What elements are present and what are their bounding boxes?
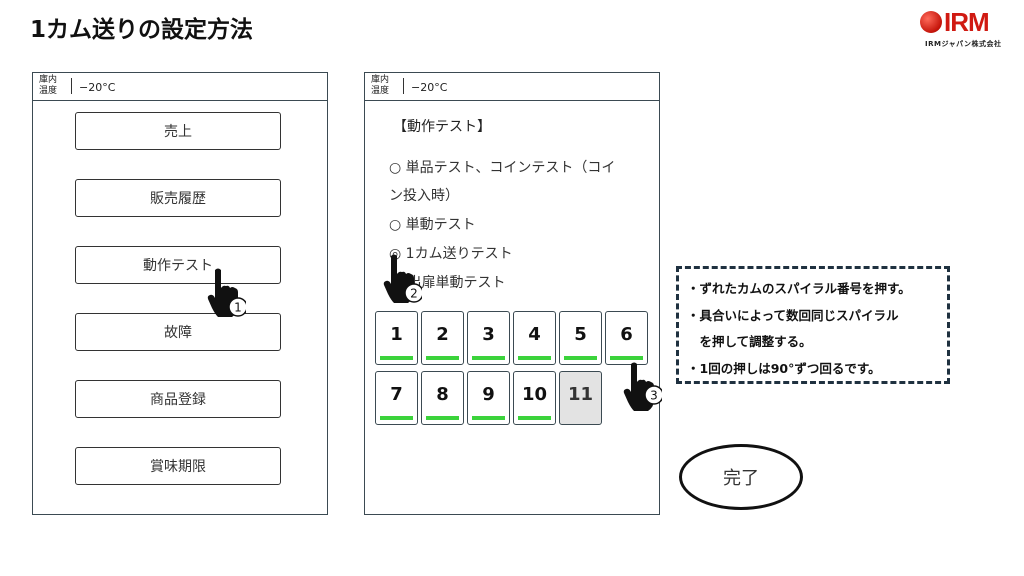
- status-bar: [380, 356, 413, 360]
- spiral-button-3[interactable]: 3: [467, 311, 510, 365]
- temperature-label: 庫内 温度: [39, 75, 57, 97]
- step-number: 2: [410, 287, 418, 301]
- malfunction-button[interactable]: 故障: [75, 313, 281, 351]
- note-line: ・ずれたカムのスパイラル番号を押す。: [687, 281, 911, 296]
- spiral-number: 3: [482, 324, 495, 345]
- step-number: 1: [234, 301, 242, 315]
- temperature-header: 庫内 温度 −20°C: [33, 73, 327, 101]
- irm-logo: IRM IRMジャパン株式会社: [920, 7, 1016, 52]
- section-title: 【動作テスト】: [393, 119, 491, 135]
- logo-mark-icon: [920, 11, 942, 33]
- spiral-button-10[interactable]: 10: [513, 371, 556, 425]
- option-one-cam-feed-test[interactable]: ◎ 1カム送りテスト: [389, 246, 513, 262]
- spiral-number: 8: [436, 384, 449, 405]
- option-single-coin-test-cont: ン投入時）: [389, 188, 459, 204]
- status-bar: [426, 356, 459, 360]
- spiral-number: 1: [390, 324, 403, 345]
- logo-text: IRM: [944, 7, 990, 37]
- status-bar: [518, 416, 551, 420]
- option-door-action-test[interactable]: 出扉単動テスト: [389, 275, 506, 291]
- status-bar: [472, 356, 505, 360]
- main-menu-screen: 庫内 温度 −20°C 売上 販売履歴 動作テスト 故障 商品登録 賞味期限: [32, 72, 328, 515]
- status-bar: [380, 416, 413, 420]
- spiral-number: 6: [620, 324, 633, 345]
- header-divider: [403, 78, 404, 94]
- spiral-button-4[interactable]: 4: [513, 311, 556, 365]
- note-line: ・1回の押しは90°ずつ回るです。: [687, 361, 881, 376]
- hand-pointer-icon: 1: [207, 268, 246, 317]
- sales-history-button[interactable]: 販売履歴: [75, 179, 281, 217]
- option-single-coin-test[interactable]: ○ 単品テスト、コインテスト（コイ: [389, 160, 616, 176]
- logo-subtitle: IRMジャパン株式会社: [925, 40, 1002, 48]
- spiral-button-9[interactable]: 9: [467, 371, 510, 425]
- temperature-value: −20°C: [411, 81, 448, 94]
- step-badge: [228, 297, 246, 317]
- sales-button[interactable]: 売上: [75, 112, 281, 150]
- step-badge: [644, 385, 662, 405]
- spiral-number: 4: [528, 324, 541, 345]
- operation-test-screen: 庫内 温度 −20°C 【動作テスト】 ○ 単品テスト、コインテスト（コイ ン投…: [364, 72, 660, 515]
- option-single-action-test[interactable]: ○ 単動テスト: [389, 217, 476, 233]
- spiral-number: 2: [436, 324, 449, 345]
- temperature-label-line: 温度: [371, 86, 390, 96]
- temperature-header: 庫内 温度 −20°C: [365, 73, 659, 101]
- done-button[interactable]: 完了: [679, 444, 803, 510]
- hand-pointer-icon: 3: [623, 362, 662, 411]
- operation-test-button[interactable]: 動作テスト: [75, 246, 281, 284]
- product-registration-button[interactable]: 商品登録: [75, 380, 281, 418]
- temperature-value: −20°C: [79, 81, 116, 94]
- status-bar: [472, 416, 505, 420]
- expiry-date-button[interactable]: 賞味期限: [75, 447, 281, 485]
- spiral-number: 5: [574, 324, 587, 345]
- spiral-button-11[interactable]: 11: [559, 371, 602, 425]
- spiral-button-7[interactable]: 7: [375, 371, 418, 425]
- spiral-number: 9: [482, 384, 495, 405]
- spiral-number: 11: [567, 384, 594, 405]
- instruction-note: ・ずれたカムのスパイラル番号を押す。 ・具合いによって数回同じスパイラル を押し…: [676, 266, 950, 384]
- header-divider: [71, 78, 72, 94]
- page-title: 1カム送りの設定方法: [30, 17, 254, 43]
- note-line: を押して調整する。: [687, 334, 812, 349]
- spiral-number: 7: [390, 384, 403, 405]
- status-bar: [426, 416, 459, 420]
- hand-pointer-icon: 2: [383, 254, 422, 303]
- step-number: 3: [650, 389, 658, 403]
- note-line: ・具合いによって数回同じスパイラル: [687, 308, 899, 323]
- spiral-button-2[interactable]: 2: [421, 311, 464, 365]
- spiral-number: 10: [521, 384, 548, 405]
- temperature-label: 庫内 温度: [371, 75, 389, 97]
- temperature-label-line: 庫内: [371, 75, 390, 85]
- step-badge: [404, 283, 422, 303]
- spiral-button-1[interactable]: 1: [375, 311, 418, 365]
- spiral-button-5[interactable]: 5: [559, 311, 602, 365]
- status-bar: [564, 356, 597, 360]
- temperature-label-line: 温度: [39, 86, 58, 96]
- temperature-label-line: 庫内: [39, 75, 58, 85]
- status-bar: [610, 356, 643, 360]
- spiral-button-8[interactable]: 8: [421, 371, 464, 425]
- spiral-button-6[interactable]: 6: [605, 311, 648, 365]
- status-bar: [518, 356, 551, 360]
